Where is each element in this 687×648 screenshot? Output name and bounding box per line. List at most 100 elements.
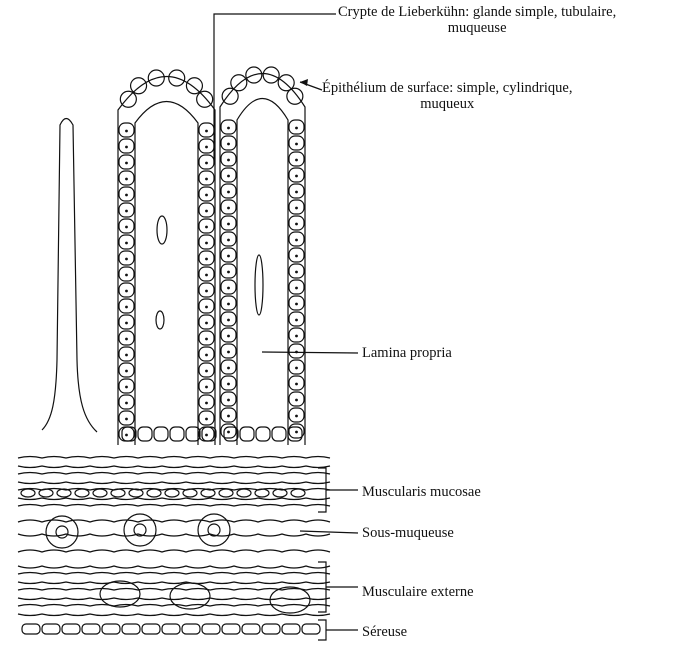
crypt-2-nucleus-right	[295, 223, 298, 226]
submucosa-vessel-lumen	[208, 524, 220, 536]
crypt-2-nucleus-left	[227, 287, 230, 290]
blood-vessel	[156, 311, 164, 329]
serosa-cell	[82, 624, 100, 634]
crypt-1-nucleus-left	[125, 322, 128, 325]
label-epithelium-line1: Épithélium de surface: simple, cylindriq…	[322, 80, 572, 96]
mucosae-cell	[39, 489, 53, 497]
externe-fiber	[18, 598, 330, 600]
crypt-2-nucleus-right	[295, 255, 298, 258]
crypt-2-nucleus-left	[227, 271, 230, 274]
crypt-1-cap-cell	[131, 78, 147, 94]
crypt-1-nucleus-left	[125, 194, 128, 197]
crypt-2-base-cell	[272, 427, 286, 441]
label-epithelium: Épithélium de surface: simple, cylindriq…	[322, 80, 572, 112]
crypt-1-nucleus-right	[205, 434, 208, 437]
mucosae-cell	[255, 489, 269, 497]
mucosae-fiber	[18, 457, 330, 459]
crypt-1-nucleus-left	[125, 418, 128, 421]
crypt-1-nucleus-left	[125, 386, 128, 389]
crypt-1-nucleus-right	[205, 354, 208, 357]
crypt-1-nucleus-right	[205, 130, 208, 133]
crypt-1-nucleus-right	[205, 402, 208, 405]
crypt-2-nucleus-right	[295, 207, 298, 210]
crypt-1-nucleus-left	[125, 258, 128, 261]
externe-fiber	[18, 605, 330, 607]
mucosae-cell	[21, 489, 35, 497]
crypt-2-nucleus-left	[227, 159, 230, 162]
label-muscularis-mucosae: Muscularis mucosae	[362, 484, 481, 500]
submucosa-vessel	[124, 514, 156, 546]
crypt-2-nucleus-right	[295, 143, 298, 146]
crypt-2-nucleus-right	[295, 431, 298, 434]
crypt-2-nucleus-left	[227, 191, 230, 194]
crypt-2-base-cell	[240, 427, 254, 441]
sous-muqueuse-pointer	[300, 531, 358, 533]
crypt-2-nucleus-right	[295, 383, 298, 386]
crypt-1-nucleus-right	[205, 178, 208, 181]
label-crypte-line1: Crypte de Lieberkühn: glande simple, tub…	[338, 4, 616, 20]
crypt-1-nucleus-left	[125, 306, 128, 309]
crypt-2-base-cell	[288, 427, 302, 441]
serosa-cell	[242, 624, 260, 634]
wall-layers	[18, 457, 330, 635]
label-sereuse: Séreuse	[362, 624, 407, 640]
crypt-2-nucleus-left	[227, 239, 230, 242]
crypt-2-nucleus-left	[227, 255, 230, 258]
crypt-2-nucleus-left	[227, 367, 230, 370]
crypt-2-nucleus-right	[295, 271, 298, 274]
crypt-2-nucleus-right	[295, 175, 298, 178]
crypt-1-base-cell	[170, 427, 184, 441]
crypt-1-nucleus-left	[125, 226, 128, 229]
crypt-1-base-cell	[154, 427, 168, 441]
crypt-2-nucleus-left	[227, 335, 230, 338]
crypt-2-nucleus-left	[227, 415, 230, 418]
blood-vessel	[255, 255, 263, 315]
serosa-cell	[262, 624, 280, 634]
crypt-1-cap-cell	[120, 91, 136, 107]
crypt-1-nucleus-left	[125, 162, 128, 165]
crypt-2-nucleus-right	[295, 303, 298, 306]
crypt-1-nucleus-right	[205, 322, 208, 325]
serosa-cell	[42, 624, 60, 634]
crypt-2-cap-cell	[287, 88, 303, 104]
serosa-cell	[142, 624, 160, 634]
crypt-1-nucleus-left	[125, 210, 128, 213]
crypt-1-nucleus-left	[125, 178, 128, 181]
mucosae-cell	[57, 489, 71, 497]
mucosae-cell	[165, 489, 179, 497]
crypt-2-nucleus-right	[295, 159, 298, 162]
serosa-cell	[102, 624, 120, 634]
crypt-2-nucleus-right	[295, 191, 298, 194]
crypt-1-cap-cell	[197, 91, 213, 107]
crypt-2-nucleus-left	[227, 319, 230, 322]
crypt-2-nucleus-right	[295, 127, 298, 130]
crypt-2-nucleus-right	[295, 239, 298, 242]
crypt-1-nucleus-left	[125, 338, 128, 341]
crypt-1-base-cell	[138, 427, 152, 441]
crypt-1-nucleus-left	[125, 290, 128, 293]
crypt-1-nucleus-left	[125, 402, 128, 405]
mucosae-cell	[111, 489, 125, 497]
crypt-1-nucleus-right	[205, 194, 208, 197]
crypt-1-nucleus-right	[205, 306, 208, 309]
crypt-2-nucleus-right	[295, 367, 298, 370]
crypt-1-nucleus-right	[205, 274, 208, 277]
serosa-cell	[202, 624, 220, 634]
crypt-1-nucleus-left	[125, 370, 128, 373]
mucosae-cell	[237, 489, 251, 497]
mucosae-cell	[93, 489, 107, 497]
serosa-cell	[162, 624, 180, 634]
crypt-1-nucleus-left	[125, 434, 128, 437]
submucosa-fiber	[18, 534, 330, 536]
crypt-1-nucleus-right	[205, 226, 208, 229]
crypt-2-base-cell	[256, 427, 270, 441]
bracket-sereuse	[318, 620, 326, 640]
crypt-1-nucleus-right	[205, 210, 208, 213]
externe-bundle	[270, 587, 310, 613]
serosa-cell	[122, 624, 140, 634]
crypt-2-nucleus-left	[227, 399, 230, 402]
mucosae-fiber	[18, 498, 330, 500]
submucosa-vessel-lumen	[56, 526, 68, 538]
crypt-2-nucleus-left	[227, 223, 230, 226]
crypt-2-nucleus-left	[227, 175, 230, 178]
